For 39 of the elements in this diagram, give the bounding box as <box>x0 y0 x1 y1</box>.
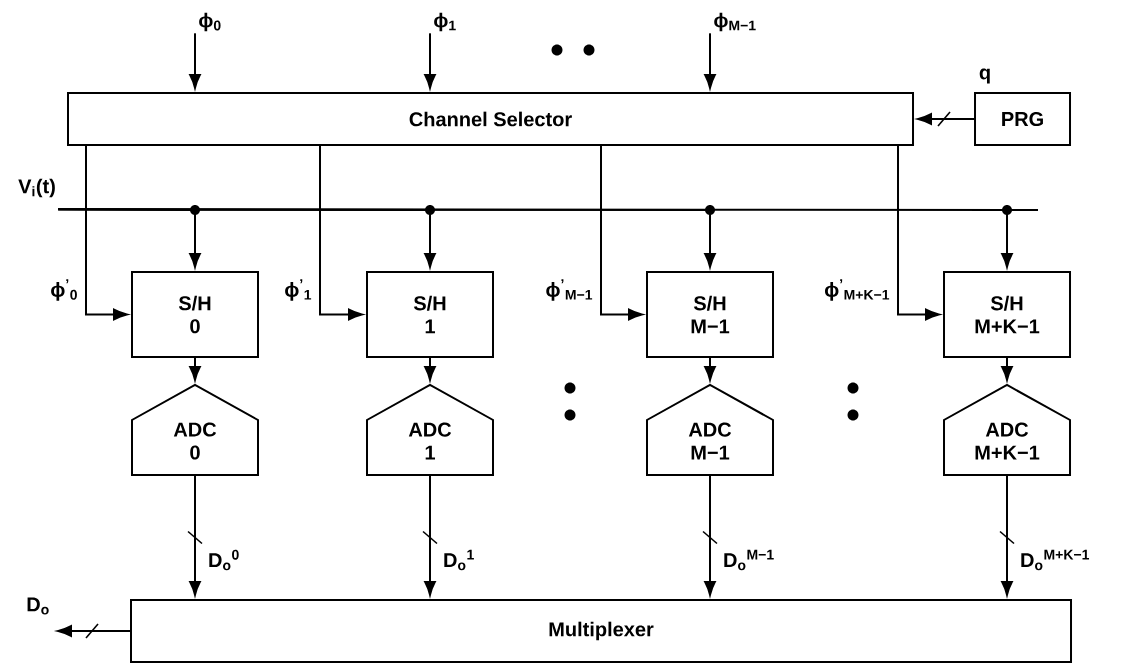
sample-hold-box: S/H 1 <box>366 271 494 358</box>
arrow <box>704 357 716 381</box>
edge-label: ϕ$^{’}$0 <box>49 278 79 302</box>
adc-pentagon: ADC M+K−1 <box>943 383 1071 476</box>
edge-label: D$_{o}$M+K−1 <box>1019 548 1091 572</box>
arrow <box>189 357 201 381</box>
edge-label: D$_{o}$0 <box>207 548 241 572</box>
edge-label: D$_{o}$1 <box>442 548 476 572</box>
arrow <box>422 475 438 596</box>
signal-label: ϕ$_{0}$ <box>199 12 221 32</box>
arrow <box>1001 357 1013 381</box>
arrow <box>702 475 718 596</box>
arrow <box>57 623 131 639</box>
sample-hold-box: S/H 0 <box>131 271 259 358</box>
arrow <box>424 357 436 381</box>
sample-hold-box: S/H M+K−1 <box>943 271 1071 358</box>
arrow <box>187 475 203 596</box>
signal-label: ϕ$_{1}$ <box>434 12 456 32</box>
edge-label: D$_{o}$ <box>25 596 51 616</box>
edge-label: q <box>977 67 993 85</box>
edge-label: D$_{o}$M−1 <box>722 548 776 572</box>
arrow <box>57 205 1039 268</box>
edge-label: ϕ$^{’}$M−1 <box>544 278 594 302</box>
arrow <box>999 475 1015 596</box>
adc-pentagon: ADC 1 <box>366 383 494 476</box>
sample-hold-box: S/H M−1 <box>646 271 774 358</box>
adc-pentagon: ADC M−1 <box>646 383 774 476</box>
edge-label: ϕ$^{’}$1 <box>283 278 313 302</box>
arrow <box>424 32 436 89</box>
adc-pentagon: ADC 0 <box>131 383 259 476</box>
signal-label: ϕ$_{M−1}$ <box>714 12 756 32</box>
edge-label: ϕ$^{’}$M+K−1 <box>823 278 891 302</box>
arrow <box>917 111 975 127</box>
block-box: Multiplexer <box>130 599 1072 663</box>
block-box: PRG <box>974 92 1071 146</box>
signal-label: V$_{i}$(t) <box>18 178 55 198</box>
block-box: Channel Selector <box>67 92 914 146</box>
arrow <box>189 32 201 89</box>
arrow <box>704 32 716 89</box>
